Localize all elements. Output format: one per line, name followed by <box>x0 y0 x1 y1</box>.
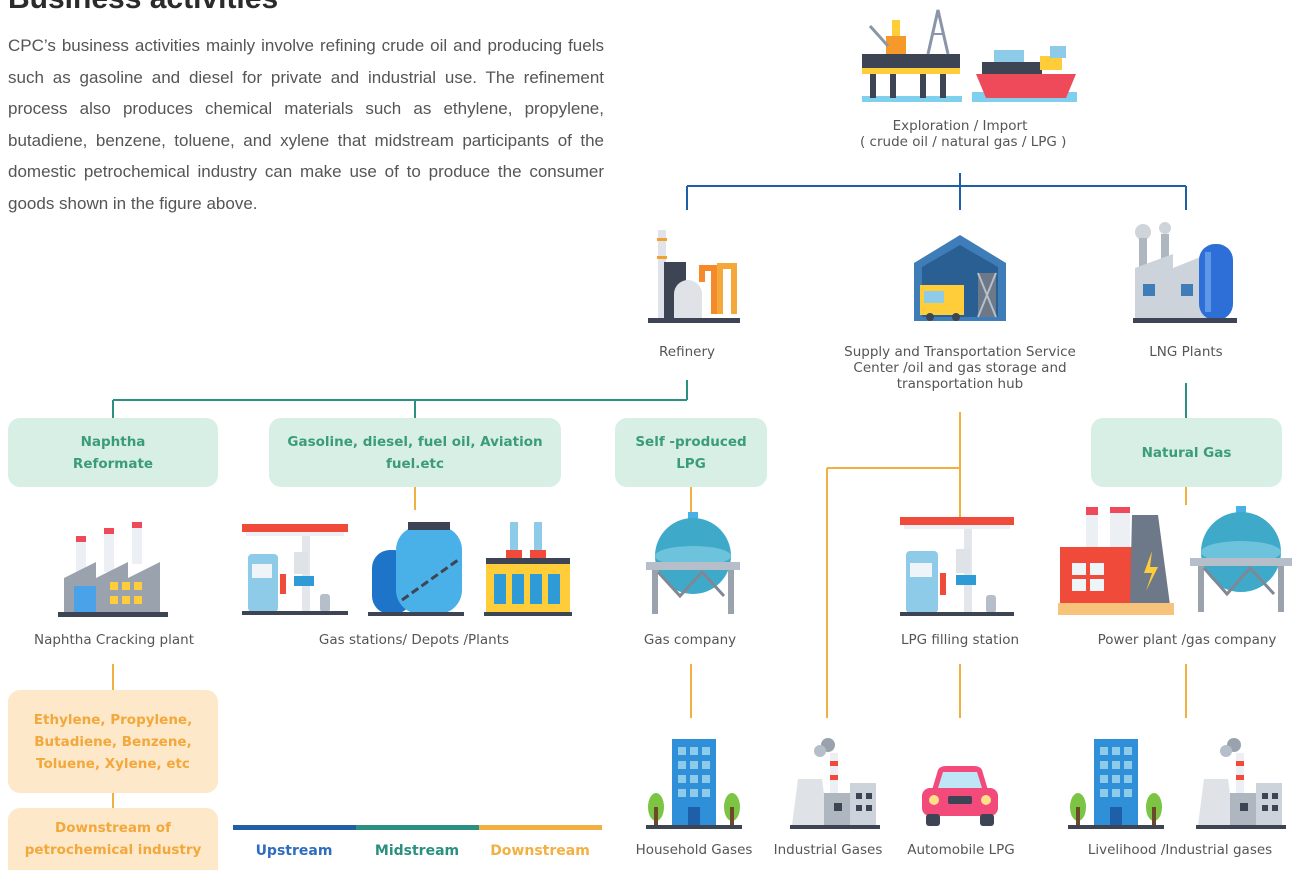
industrial-plant-icon <box>790 738 880 829</box>
cracking-plant-label: Naphtha Cracking plant <box>33 632 194 648</box>
exploration-label: Exploration / Import( crude oil / natura… <box>860 118 1067 150</box>
refinery-label: Refinery <box>659 344 715 360</box>
power-plant-label: Power plant /gas company <box>1097 632 1277 648</box>
gas-company-label: Gas company <box>643 632 737 648</box>
gas-station-icon <box>242 524 348 615</box>
refinery-icon <box>648 230 740 323</box>
upstream-legend-bar <box>233 825 356 830</box>
depot-tank-icon <box>368 522 464 616</box>
plant-icon <box>484 522 572 616</box>
cracking-plant-icon <box>58 522 168 617</box>
lpg-filling-station-icon <box>900 517 1014 616</box>
offshore-platform-icon <box>862 9 1077 102</box>
page-title: Business activities <box>8 0 278 14</box>
upstream-legend-label: Upstream <box>255 843 333 859</box>
livelihood-gases-label: Livelihood /Industrial gases <box>1087 842 1273 858</box>
intro-paragraph: CPC’s business activities mainly involve… <box>8 36 604 213</box>
power-plant-icon <box>1058 507 1174 615</box>
automobile-lpg-label: Automobile LPG <box>907 842 1015 858</box>
lng-plants-label: LNG Plants <box>1149 344 1223 360</box>
downstream-legend-bar <box>479 825 602 830</box>
industrial-gases-label: Industrial Gases <box>773 842 883 858</box>
gas-sphere-icon <box>1190 506 1292 612</box>
downstream-connectors <box>112 412 1187 808</box>
car-icon <box>922 766 998 826</box>
gas-stations-label: Gas stations/ Depots /Plants <box>318 632 510 648</box>
lpg-filling-station-label: LPG filling station <box>900 632 1020 648</box>
livelihood-building-icon <box>1068 739 1164 829</box>
household-gases-label: Household Gases <box>635 842 753 858</box>
storage-hub-icon <box>914 235 1006 321</box>
industrial-plant-icon <box>1196 738 1286 829</box>
chemicals-box: Ethylene, Propylene,Butadiene, Benzene,T… <box>8 690 218 793</box>
natural-gas-box: Natural Gas <box>1091 418 1282 487</box>
midstream-connectors <box>112 380 1187 418</box>
downstream-legend-label: Downstream <box>490 843 590 859</box>
midstream-legend-label: Midstream <box>374 843 460 859</box>
lng-plant-icon <box>1133 222 1237 323</box>
midstream-legend-bar <box>356 825 479 830</box>
household-building-icon <box>646 739 742 829</box>
upstream-connectors <box>686 173 1187 210</box>
gas-sphere-icon <box>646 512 740 614</box>
